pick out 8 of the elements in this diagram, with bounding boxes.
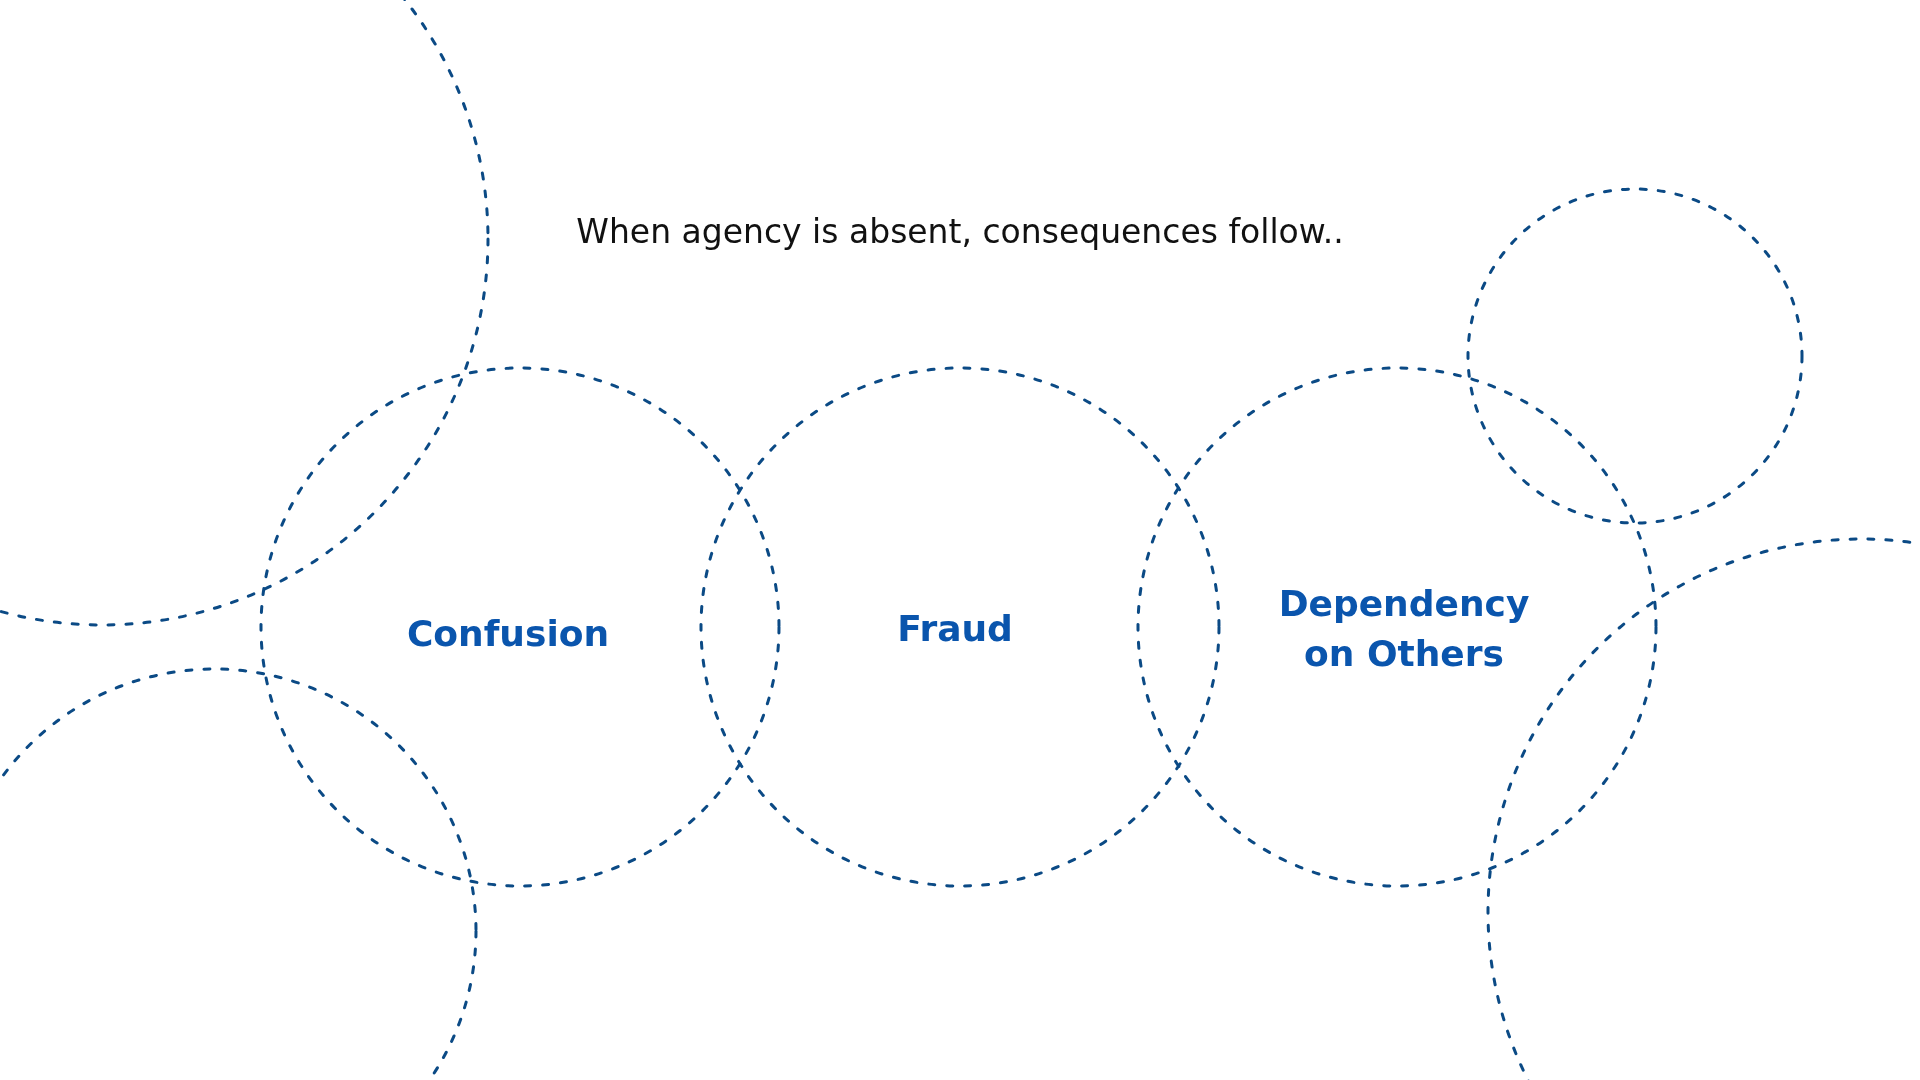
circle-label: Dependency on Others <box>1277 581 1531 676</box>
dashed-circle <box>1466 187 1804 525</box>
diagram-title: When agency is absent, consequences follow.. <box>576 211 1344 251</box>
dashed-circle <box>1136 366 1658 888</box>
circle-label: Fraud <box>896 606 1014 651</box>
circle-label: Confusion <box>405 611 611 656</box>
dashed-circle <box>259 366 781 888</box>
dashed-circle <box>699 366 1221 888</box>
